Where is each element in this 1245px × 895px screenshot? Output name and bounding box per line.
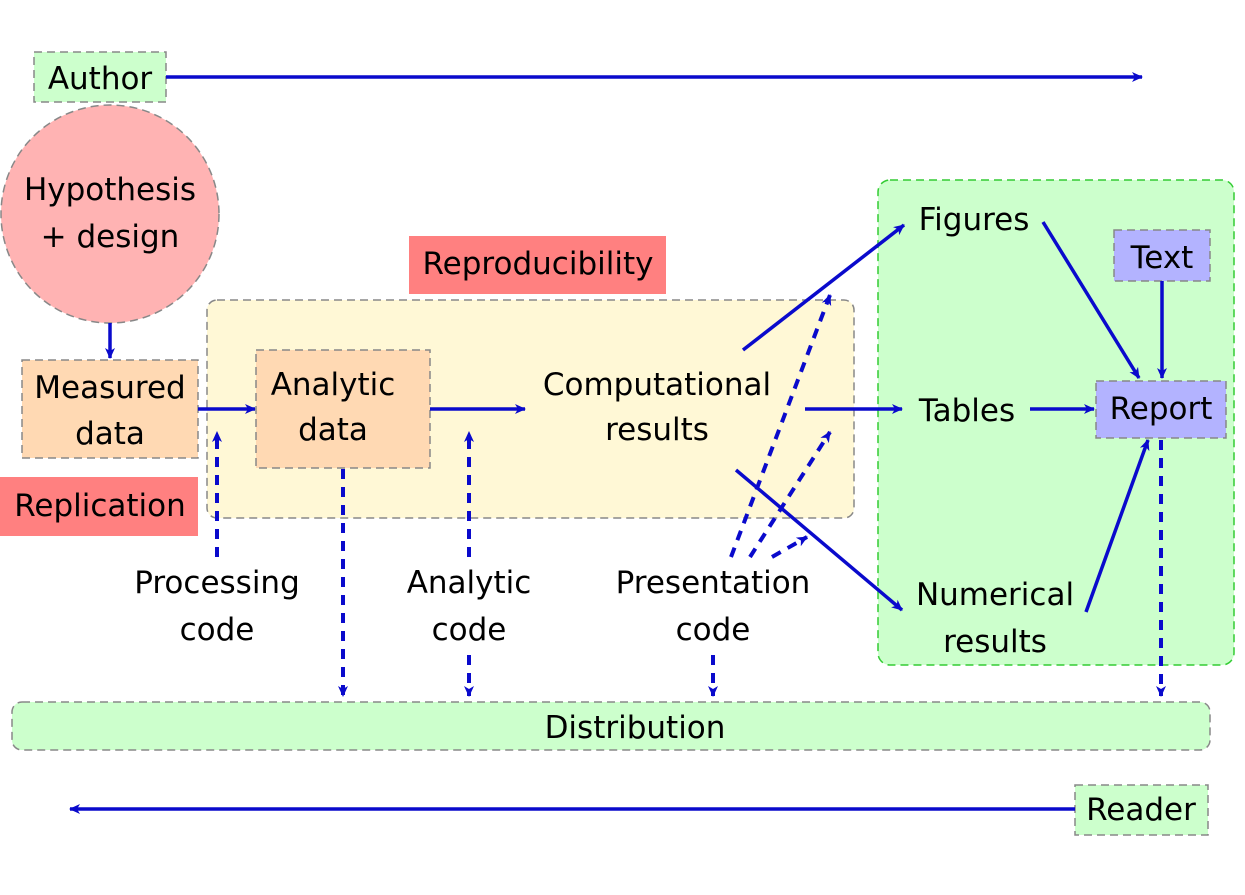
analytic-data-box: [255, 349, 431, 469]
numerical-to-report-arrow: [1084, 439, 1150, 613]
tables-label: Tables: [918, 393, 1015, 429]
measured-label-2: data: [75, 416, 145, 452]
numerical-label-2: results: [943, 624, 1047, 660]
text-label: Text: [1130, 240, 1194, 276]
computational-label-2: results: [605, 412, 709, 448]
analytic-code-label-2: code: [432, 612, 507, 648]
author-label: Author: [48, 61, 153, 97]
processing-code-label-2: code: [180, 612, 255, 648]
replication-label: Replication: [14, 488, 186, 524]
report-label: Report: [1110, 391, 1213, 427]
output-region: [877, 179, 1235, 666]
reproducibility-label: Reproducibility: [423, 246, 654, 282]
measured-label-1: Measured: [34, 370, 185, 406]
reader-label: Reader: [1086, 792, 1196, 828]
replication-box: [0, 477, 198, 536]
text-box: [1113, 229, 1211, 282]
figures-to-report-arrow: [1041, 221, 1141, 379]
reader-box: [1074, 784, 1209, 836]
presentation-to-tables-arrow: [748, 430, 832, 559]
hypothesis-node: [0, 104, 220, 324]
report-box: [1095, 380, 1227, 439]
analytic-label-2: data: [298, 412, 368, 448]
presentation-to-numerical-arrow: [771, 535, 808, 559]
author-box: [33, 51, 167, 103]
hypothesis-label-2: + design: [41, 219, 180, 255]
presentation-code-label-1: Presentation: [616, 565, 811, 601]
figures-label: Figures: [919, 202, 1030, 238]
computational-to-numerical-arrow: [734, 468, 904, 612]
processing-code-label-1: Processing: [134, 565, 300, 601]
analytic-code-label-1: Analytic: [407, 565, 532, 601]
measured-data-box: [21, 359, 199, 459]
reproducibility-box: [409, 236, 666, 294]
distribution-bar: [11, 701, 1211, 751]
hypothesis-label-1: Hypothesis: [24, 172, 196, 208]
computational-label-1: Computational: [543, 367, 771, 403]
numerical-label-1: Numerical: [916, 577, 1074, 613]
distribution-label: Distribution: [545, 710, 726, 746]
presentation-code-label-2: code: [676, 612, 751, 648]
computational-to-figures-arrow: [741, 223, 906, 352]
analytic-label-1: Analytic: [271, 367, 396, 403]
